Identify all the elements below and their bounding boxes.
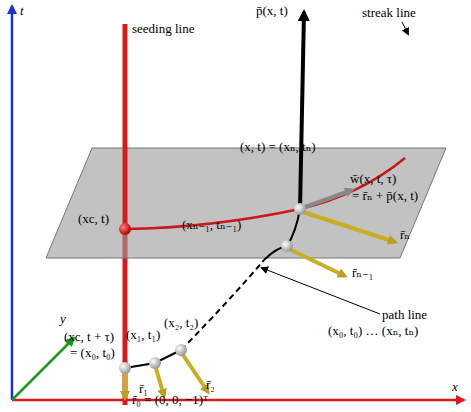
point-label: (x₂, t₂) <box>164 316 198 330</box>
line-label: (x₀, t₀) … (xₙ, tₙ) <box>328 324 418 338</box>
line-label: path line <box>382 308 427 322</box>
vector-label: r̄₂ <box>206 378 215 392</box>
vector-label: r̄ₙ <box>400 228 410 242</box>
point-label: (xₙ₋₁, tₙ₋₁) <box>182 218 241 232</box>
line-label: streak line <box>362 6 416 20</box>
vector-label: p̄(x, t) <box>256 4 288 18</box>
axis-label: y <box>60 312 66 326</box>
axis-label: x <box>452 380 458 394</box>
point-label: (x₁, t₁) <box>126 328 160 342</box>
point-label: (x, t) = (xₙ, tₙ) <box>240 140 316 154</box>
point-label: = (x₀, t₀) <box>70 346 115 360</box>
vector-label: r̄₀ = (0, 0, −1)ᵀ <box>132 393 208 407</box>
vector-label: w̄(x, t, τ) <box>350 172 396 186</box>
point-label: (xc, t + τ) <box>64 330 114 344</box>
vector-label: r̄ₙ₋₁ <box>352 266 373 280</box>
axis-label: t <box>20 4 24 18</box>
line-label: seeding line <box>132 22 194 36</box>
point-label: (xc, t) <box>78 212 109 226</box>
vector-label: = r̄ₙ + p̄(x, t) <box>352 189 418 203</box>
